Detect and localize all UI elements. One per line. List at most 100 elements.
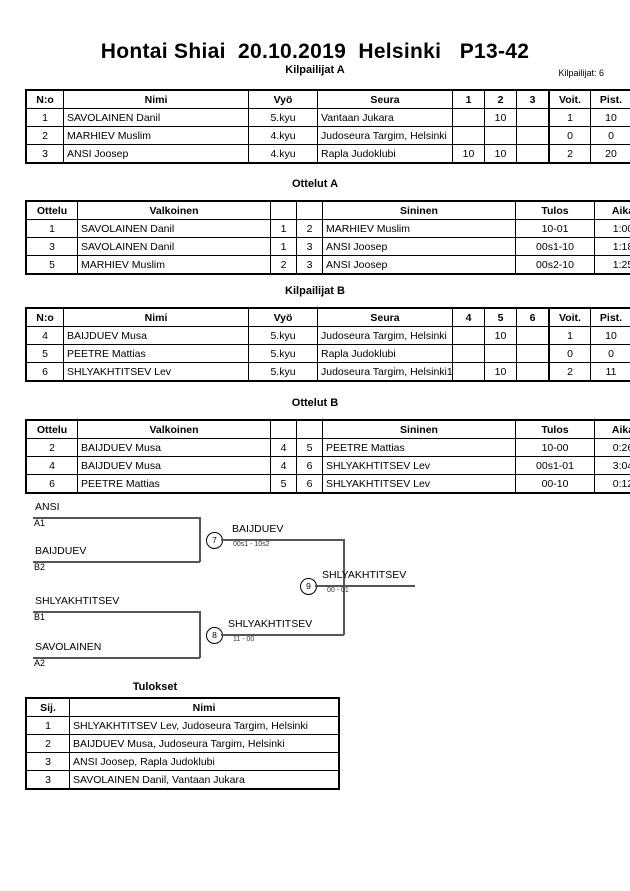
cell-nimi: SAVOLAINEN Danil	[63, 108, 249, 127]
cell-white-no: 4	[270, 456, 297, 475]
col-voit: Voit.	[548, 89, 591, 109]
col-score-2: 2	[484, 89, 517, 109]
cell-ottelu: 3	[25, 237, 78, 256]
cell-nimi: SAVOLAINEN Danil, Vantaan Jukara	[69, 770, 340, 790]
col-score-4: 4	[452, 307, 485, 327]
bracket-match-score: 11 - 00	[233, 636, 255, 643]
cell-sininen: PEETRE Mattias	[322, 438, 516, 457]
cell-aika: 3:04	[594, 456, 630, 475]
cell-valkoinen: MARHIEV Muslim	[77, 255, 271, 275]
cell-voit: 0	[548, 344, 591, 363]
cell-no: 2	[25, 126, 64, 145]
cell-valkoinen: BAIJDUEV Musa	[77, 456, 271, 475]
cell-vyo: 4.kyu	[248, 144, 318, 164]
cell-valkoinen: BAIJDUEV Musa	[77, 438, 271, 457]
cell-score-5	[484, 344, 517, 363]
cell-sininen: ANSI Joosep	[322, 237, 516, 256]
bracket-line	[221, 539, 344, 541]
bracket-match-node-7: 7	[206, 532, 223, 549]
cell-ottelu: 6	[25, 474, 78, 494]
cell-score-1	[452, 108, 485, 127]
col-vyo: Vyö	[248, 89, 318, 109]
pool-a-caption: Kilpailijat A	[285, 64, 345, 76]
col-aika: Aika	[594, 200, 630, 220]
cell-nimi: BAIJDUEV Musa, Judoseura Targim, Helsink…	[69, 734, 340, 753]
table-row: 6 SHLYAKHTITSEV Lev 5.kyu Judoseura Targ…	[25, 362, 630, 382]
cell-nimi: SHLYAKHTITSEV Lev, Judoseura Targim, Hel…	[69, 716, 340, 735]
col-vyo: Vyö	[248, 307, 318, 327]
cell-no: 1	[25, 108, 64, 127]
cell-no: 5	[25, 344, 64, 363]
col-score-5: 5	[484, 307, 517, 327]
col-white-no	[270, 419, 297, 439]
bracket-match-node-9: 9	[300, 578, 317, 595]
bracket-line	[199, 517, 201, 562]
col-aika: Aika	[594, 419, 630, 439]
cell-sininen: SHLYAKHTITSEV Lev	[322, 456, 516, 475]
col-sininen: Sininen	[322, 419, 516, 439]
bracket-entry-seed: A2	[34, 658, 46, 668]
col-no: N:o	[25, 307, 64, 327]
results-table: Sij. Nimi 1 SHLYAKHTITSEV Lev, Judoseura…	[25, 697, 340, 790]
cell-score-2	[484, 126, 517, 145]
cell-valkoinen: PEETRE Mattias	[77, 474, 271, 494]
cell-aika: 1:00	[594, 219, 630, 238]
table-row: 5 MARHIEV Muslim 2 3 ANSI Joosep 00s2-10…	[25, 255, 630, 275]
bracket-match-score: 00s1 - 10s2	[233, 541, 270, 548]
table-row: 3 ANSI Joosep, Rapla Judoklubi	[25, 752, 340, 771]
col-blue-no	[296, 200, 323, 220]
pool-b-caption: Kilpailijat B	[285, 285, 345, 297]
cell-blue-no: 6	[296, 474, 323, 494]
cell-pist: 11	[590, 362, 630, 382]
cell-blue-no: 2	[296, 219, 323, 238]
cell-score-4	[452, 344, 485, 363]
table-row: 2 BAIJDUEV Musa 4 5 PEETRE Mattias 10-00…	[25, 438, 630, 457]
bracket-entry-seed: B1	[34, 612, 46, 622]
col-sininen: Sininen	[322, 200, 516, 220]
results-caption: Tulokset	[132, 681, 178, 693]
table-row: 2 BAIJDUEV Musa, Judoseura Targim, Helsi…	[25, 734, 340, 753]
cell-nimi: ANSI Joosep	[63, 144, 249, 164]
cell-score-1	[452, 126, 485, 145]
bracket-line	[199, 611, 201, 658]
col-nimi: Nimi	[63, 89, 249, 109]
cell-aika: 1:25	[594, 255, 630, 275]
matches-b-caption: Ottelut B	[291, 397, 339, 409]
bracket-entry-name: ANSI	[35, 501, 60, 513]
bracket-entry-name: SAVOLAINEN	[35, 641, 102, 653]
cell-pist: 10	[590, 326, 630, 345]
cell-voit: 0	[548, 126, 591, 145]
col-voit: Voit.	[548, 307, 591, 327]
cell-sininen: MARHIEV Muslim	[322, 219, 516, 238]
cell-nimi: ANSI Joosep, Rapla Judoklubi	[69, 752, 340, 771]
cell-sij: 3	[25, 770, 70, 790]
cell-blue-no: 5	[296, 438, 323, 457]
matches-a-caption: Ottelut A	[291, 178, 339, 190]
cell-ottelu: 2	[25, 438, 78, 457]
cell-score-4	[452, 326, 485, 345]
cell-seura: Rapla Judoklubi	[317, 344, 453, 363]
entrant-count: Kilpailijat: 6	[558, 68, 604, 78]
table-header-row: Sij. Nimi	[25, 697, 340, 717]
bracket-line	[33, 561, 200, 563]
bracket-line	[33, 611, 200, 613]
cell-no: 3	[25, 144, 64, 164]
cell-sininen: SHLYAKHTITSEV Lev	[322, 474, 516, 494]
bracket-match-score: 00 - 01	[327, 587, 349, 594]
table-row: 1 SAVOLAINEN Danil 5.kyu Vantaan Jukara …	[25, 108, 630, 127]
cell-tulos: 10-01	[515, 219, 595, 238]
bracket-line	[33, 657, 200, 659]
col-seura: Seura	[317, 89, 453, 109]
cell-blue-no: 3	[296, 237, 323, 256]
cell-score-6	[516, 344, 550, 363]
cell-score-6	[516, 326, 550, 345]
cell-seura: Vantaan Jukara	[317, 108, 453, 127]
cell-aika: 1:18	[594, 237, 630, 256]
cell-seura: Judoseura Targim, Helsinki	[317, 126, 453, 145]
cell-tulos: 00s1-10	[515, 237, 595, 256]
cell-sij: 1	[25, 716, 70, 735]
cell-score-5: 10	[484, 362, 517, 382]
bracket-winner-name: BAIJDUEV	[232, 523, 284, 535]
col-seura: Seura	[317, 307, 453, 327]
